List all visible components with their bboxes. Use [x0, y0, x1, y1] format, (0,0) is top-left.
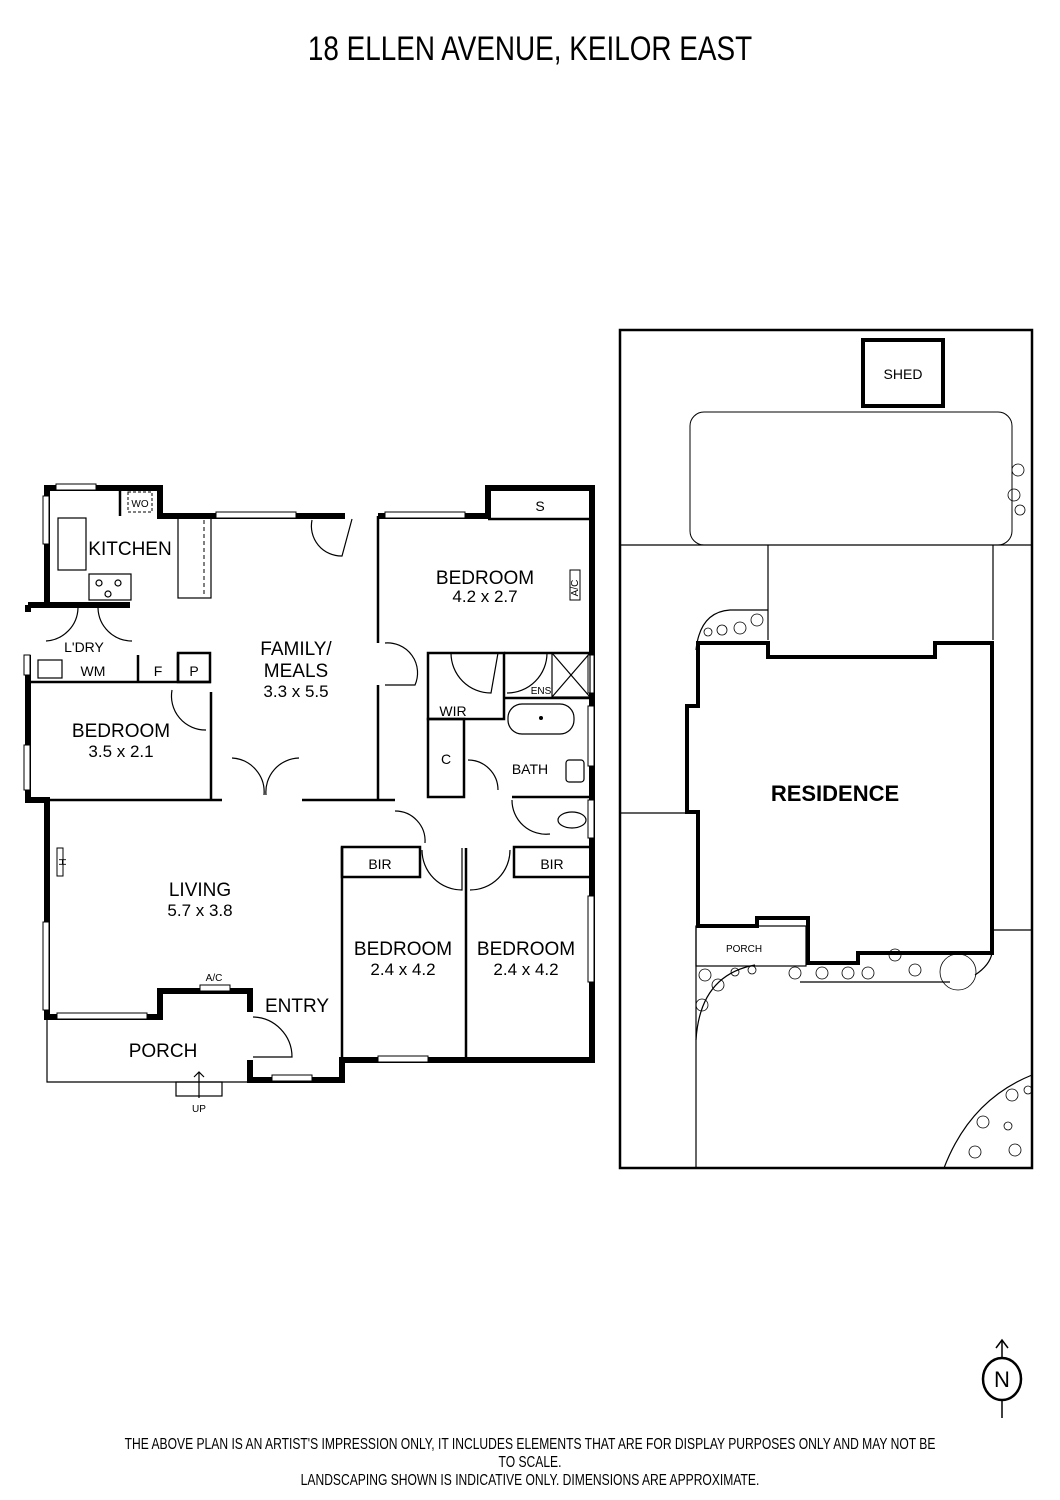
room-dims-bedroom-left: 3.5 x 2.1 — [88, 742, 153, 761]
room-label-laundry: L'DRY — [64, 639, 104, 655]
disclaimer: THE ABOVE PLAN IS AN ARTIST'S IMPRESSION… — [117, 1436, 944, 1490]
window — [56, 1012, 148, 1020]
label-up: UP — [192, 1104, 206, 1115]
label-pantry: P — [189, 663, 198, 679]
window — [23, 744, 31, 791]
label-fridge: F — [154, 663, 163, 679]
window — [271, 1074, 313, 1082]
label-heater: H — [58, 858, 69, 865]
window — [384, 511, 466, 519]
site-label-shed: SHED — [884, 366, 923, 382]
north-compass-icon: N — [981, 1338, 1023, 1418]
window — [55, 483, 97, 491]
room-dims-bedroom-4: 2.4 x 4.2 — [493, 960, 558, 979]
shed-outline — [861, 338, 945, 408]
disclaimer-line-1: THE ABOVE PLAN IS AN ARTIST'S IMPRESSION… — [124, 1436, 936, 1471]
window — [215, 511, 297, 519]
room-dims-bedroom-3: 2.4 x 4.2 — [370, 960, 435, 979]
room-label-bedroom-master: BEDROOM — [436, 568, 534, 589]
room-dims-bedroom-master: 4.2 x 2.7 — [452, 587, 517, 606]
room-label-bir-1: BIR — [368, 856, 391, 872]
room-label-bedroom-3: BEDROOM — [354, 939, 452, 960]
window — [42, 921, 50, 1011]
window — [587, 654, 595, 694]
room-label-bedroom-4: BEDROOM — [477, 939, 575, 960]
room-label-wir: WIR — [439, 703, 466, 719]
label-ac-living: A/C — [206, 973, 223, 984]
room-dims-living: 5.7 x 3.8 — [167, 901, 232, 920]
page-title: 18 ELLEN AVENUE, KEILOR EAST — [307, 30, 753, 68]
room-label-kitchen: KITCHEN — [88, 539, 171, 560]
label-washing-machine: WM — [81, 663, 106, 679]
floor-plan: KITCHEN WO L'DRY WM F P FAMILY/ MEALS 3.… — [23, 483, 595, 1115]
room-label-meals: MEALS — [264, 661, 328, 682]
room-label-family: FAMILY/ — [260, 639, 332, 660]
room-label-bir-2: BIR — [540, 856, 563, 872]
room-label-ensuite: ENS — [531, 686, 552, 697]
room-label-porch: PORCH — [129, 1041, 198, 1062]
room-dims-family: 3.3 x 5.5 — [263, 682, 328, 701]
window — [377, 1055, 429, 1063]
label-wall-oven: WO — [131, 499, 148, 510]
label-ac-master: A/C — [570, 580, 581, 597]
window — [23, 654, 31, 676]
site-label-residence: RESIDENCE — [771, 781, 899, 806]
room-label-entry: ENTRY — [265, 996, 329, 1017]
site-label-porch: PORCH — [726, 944, 762, 955]
compass-label: N — [994, 1367, 1010, 1392]
room-label-cupboard: C — [441, 751, 451, 767]
room-label-bath: BATH — [512, 761, 548, 777]
residence-outline — [685, 641, 994, 965]
window — [587, 895, 595, 983]
room-label-living: LIVING — [169, 880, 231, 901]
site-plan: SHED RESIDENCE PORCH — [618, 328, 1034, 1170]
label-storage: S — [535, 498, 544, 514]
window — [587, 799, 595, 839]
window — [42, 495, 50, 545]
room-label-bedroom-left: BEDROOM — [72, 721, 170, 742]
disclaimer-line-2: LANDSCAPING SHOWN IS INDICATIVE ONLY. DI… — [300, 1472, 760, 1489]
window — [587, 705, 595, 767]
shrub-icons — [695, 463, 1033, 1159]
